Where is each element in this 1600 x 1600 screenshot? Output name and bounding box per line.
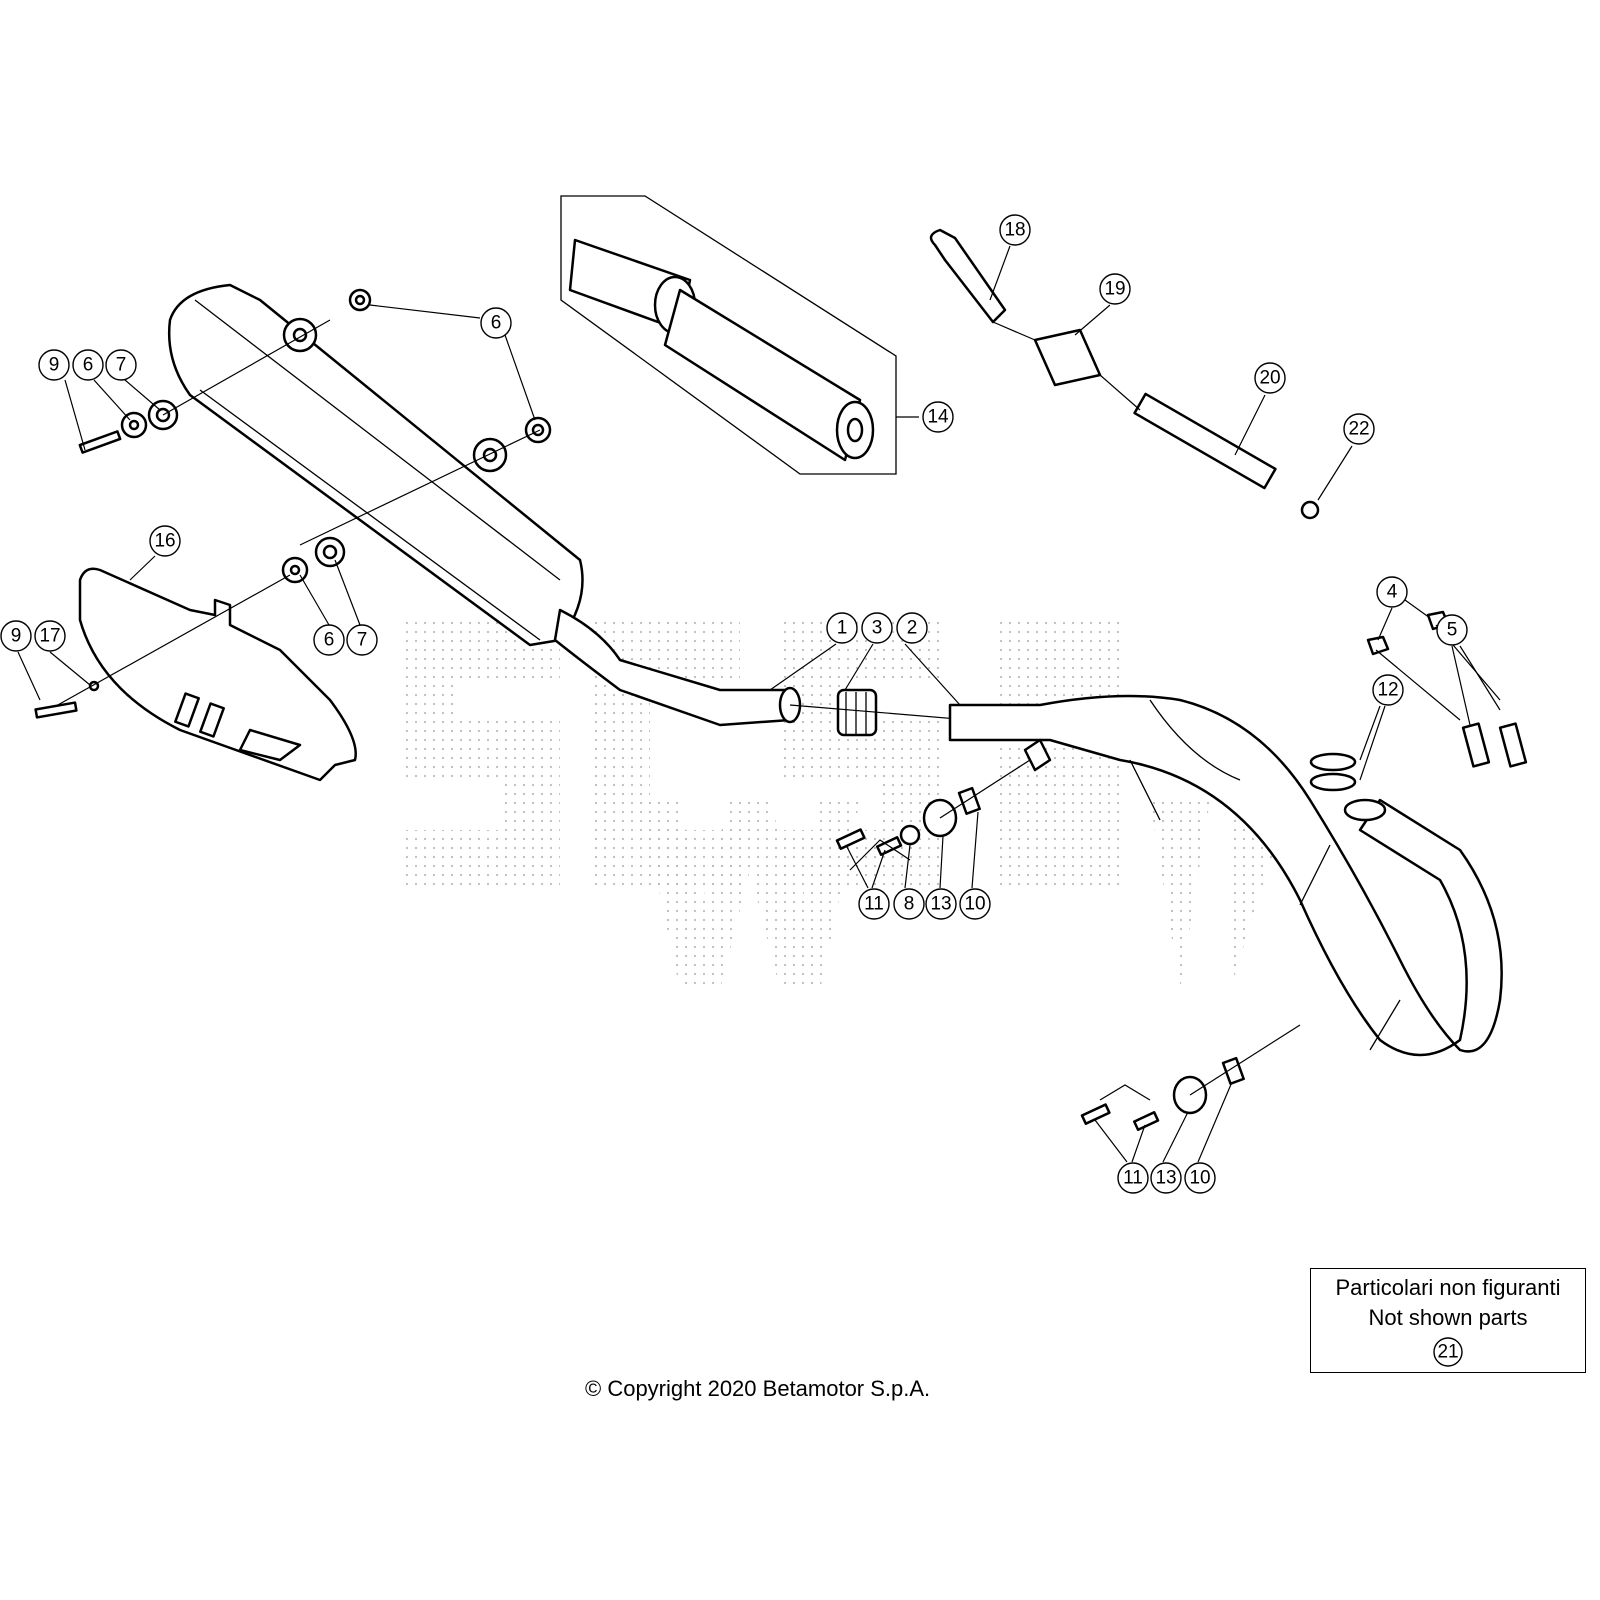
heat-shield [78, 567, 357, 782]
svg-text:11: 11 [864, 894, 884, 915]
not-shown-parts-box: Particolari non figuranti Not shown part… [1310, 1268, 1586, 1373]
svg-text:10: 10 [964, 894, 985, 915]
svg-text:8: 8 [904, 894, 915, 915]
callout-2: 2 [896, 612, 928, 644]
svg-text:13: 13 [1155, 1168, 1176, 1189]
svg-text:4: 4 [1387, 582, 1398, 603]
callout-11: 11 [1117, 1162, 1149, 1194]
svg-text:19: 19 [1104, 279, 1125, 300]
svg-text:22: 22 [1348, 419, 1369, 440]
silencer [167, 283, 802, 727]
svg-text:9: 9 [11, 626, 22, 647]
expansion-chamber [948, 694, 1503, 1057]
callout-10: 10 [959, 888, 991, 920]
svg-text:1: 1 [837, 618, 848, 639]
silencer-packing [560, 195, 897, 475]
svg-text:10: 10 [1189, 1168, 1210, 1189]
svg-text:12: 12 [1377, 680, 1398, 701]
breather-parts [929, 228, 1320, 520]
svg-text:17: 17 [39, 626, 60, 647]
svg-text:13: 13 [930, 894, 951, 915]
svg-text:21: 21 [1437, 1342, 1458, 1363]
leader-lines [17, 245, 1501, 1163]
note-line-2: Not shown parts [1368, 1305, 1528, 1330]
svg-text:18: 18 [1004, 220, 1025, 241]
callout-21: 21 [1433, 1337, 1463, 1367]
svg-text:7: 7 [357, 630, 368, 651]
callout-22: 22 [1343, 413, 1375, 445]
svg-text:11: 11 [1123, 1168, 1143, 1189]
callout-16: 16 [149, 525, 181, 557]
callout-4: 4 [1376, 576, 1408, 608]
svg-text:5: 5 [1447, 620, 1458, 641]
callout-8: 8 [893, 888, 925, 920]
callout-20: 20 [1254, 362, 1286, 394]
callout-11: 11 [858, 888, 890, 920]
callout-18: 18 [999, 214, 1031, 246]
note-line-1: Particolari non figuranti [1335, 1275, 1561, 1300]
svg-text:14: 14 [927, 407, 949, 428]
callout-10: 10 [1184, 1162, 1216, 1194]
copyright-text: © Copyright 2020 Betamotor S.p.A. [585, 1376, 931, 1401]
svg-text:9: 9 [49, 355, 60, 376]
springs [1366, 610, 1528, 768]
callout-13: 13 [925, 888, 957, 920]
svg-text:7: 7 [116, 355, 127, 376]
callout-17: 17 [34, 620, 66, 652]
svg-text:6: 6 [83, 355, 94, 376]
callout-9: 9 [0, 620, 32, 652]
callout-5: 5 [1436, 614, 1468, 646]
callout-1: 1 [826, 612, 858, 644]
watermark [400, 620, 1290, 990]
callout-14: 14 [922, 401, 954, 433]
svg-text:3: 3 [872, 618, 883, 639]
callout-9: 9 [38, 349, 70, 381]
callout-6: 6 [72, 349, 104, 381]
svg-text:6: 6 [491, 313, 502, 334]
svg-text:20: 20 [1259, 368, 1280, 389]
callout-6: 6 [313, 624, 345, 656]
svg-text:16: 16 [154, 531, 175, 552]
callout-12: 12 [1372, 674, 1404, 706]
callout-6: 6 [480, 307, 512, 339]
svg-text:6: 6 [324, 630, 335, 651]
mounting-hardware [835, 759, 1301, 1132]
callout-7: 7 [346, 624, 378, 656]
svg-text:2: 2 [907, 618, 918, 639]
silencer-fasteners [34, 288, 552, 719]
callout-7: 7 [105, 349, 137, 381]
callout-19: 19 [1099, 273, 1131, 305]
callout-3: 3 [861, 612, 893, 644]
callout-13: 13 [1150, 1162, 1182, 1194]
